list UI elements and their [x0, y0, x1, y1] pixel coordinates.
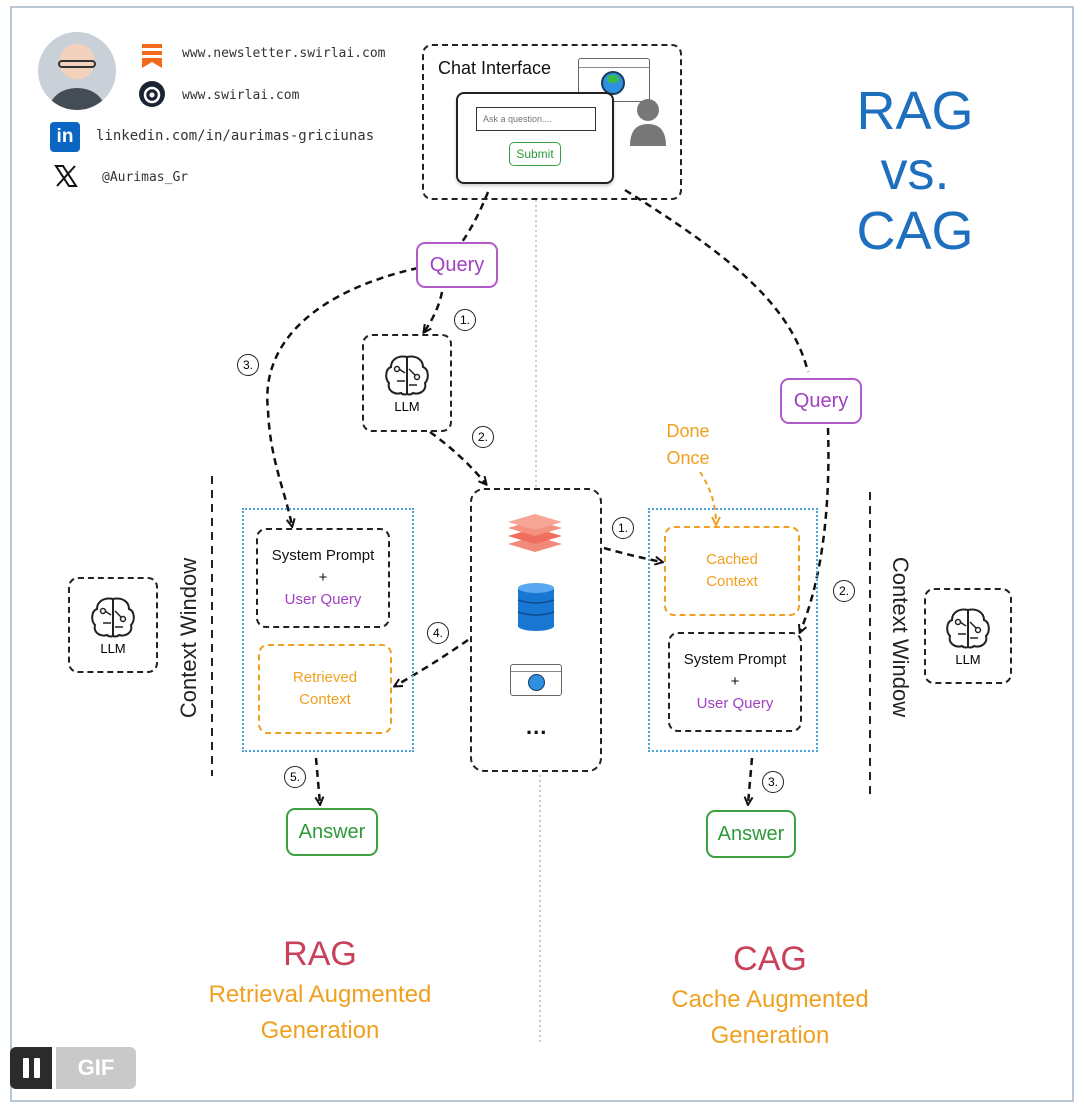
- rag-to-answer-arrow: [316, 757, 320, 804]
- cag-context-window: [648, 508, 818, 752]
- rag-step-3: 3.: [237, 354, 259, 376]
- newsletter-icon: [140, 42, 164, 68]
- rag-system-prompt-label: System Prompt: [271, 547, 375, 564]
- cached-line2: Context: [706, 573, 758, 590]
- page-title: RAG vs. CAG: [830, 76, 1000, 266]
- swirl-logo-icon: [138, 80, 166, 108]
- brain-icon: [944, 606, 992, 650]
- cag-footer-sub2: Generation: [710, 1022, 830, 1049]
- rag-footer-sub1: Retrieval Augmented: [208, 981, 432, 1008]
- retrieved-line1: Retrieved: [292, 669, 358, 686]
- submit-button[interactable]: Submit: [509, 142, 561, 166]
- cag-side-llm-label: LLM: [955, 651, 981, 667]
- retrieved-context-box: Retrieved Context: [258, 644, 392, 734]
- done-once-label: Done Once: [654, 416, 722, 474]
- x-handle[interactable]: @Aurimas_Gr: [102, 170, 189, 185]
- rag-query-node: Query: [416, 242, 498, 288]
- rag-side-llm-node: LLM: [68, 577, 158, 673]
- author-avatar: [38, 32, 116, 110]
- rag-context-window: [242, 508, 414, 752]
- rag-plus: +: [318, 569, 328, 586]
- cag-answer-node: Answer: [706, 810, 796, 858]
- cag-footer-sub1: Cache Augmented: [671, 986, 869, 1013]
- rag-step-4: 4.: [427, 622, 449, 644]
- llm-node: LLM: [362, 334, 452, 432]
- chat-interface-label: Chat Interface: [438, 58, 552, 78]
- rag-footer: RAG Retrieval Augmented Generation: [170, 925, 470, 1055]
- cached-line1: Cached: [706, 551, 758, 568]
- rag-side-llm-label: LLM: [100, 640, 126, 656]
- gif-label: GIF: [56, 1047, 136, 1089]
- cached-context-box: Cached Context: [664, 526, 800, 616]
- cag-side-llm-node: LLM: [924, 588, 1012, 684]
- done-once-line2: Once: [666, 448, 710, 468]
- database-icon: [516, 582, 556, 632]
- rag-system-prompt-box: System Prompt + User Query: [256, 528, 390, 628]
- title-rag: RAG: [856, 81, 974, 141]
- done-once-arrow: [699, 471, 716, 524]
- title-vs: vs.: [880, 141, 950, 201]
- rag-step-1: 1.: [454, 309, 476, 331]
- brain-icon: [383, 353, 431, 397]
- pause-icon: [22, 1058, 40, 1078]
- chat-to-query-arrow: [460, 191, 490, 243]
- cag-step-1: 1.: [612, 517, 634, 539]
- linkedin-link[interactable]: linkedin.com/in/aurimas-griciunas: [96, 128, 375, 144]
- cag-user-query-label: User Query: [696, 695, 774, 712]
- store-to-cached-arrow: [603, 546, 662, 562]
- cag-plus: +: [730, 673, 740, 690]
- rag-context-window-label: Context Window: [176, 557, 202, 719]
- chat-to-cag-query-arrow: [624, 188, 810, 373]
- cag-step-2: 2.: [833, 580, 855, 602]
- x-logo-icon: [54, 164, 78, 188]
- store-to-retrieved-arrow: [395, 638, 469, 686]
- llm-to-store-arrow: [429, 430, 486, 484]
- chat-interface-panel: [422, 44, 682, 200]
- user-avatar-icon: [628, 96, 668, 148]
- chat-form: [456, 92, 614, 184]
- web-page-globe-icon: [510, 664, 562, 696]
- llm-label: LLM: [394, 398, 420, 414]
- query-to-prompt-arrow: [266, 266, 419, 526]
- linkedin-icon: in: [50, 122, 80, 152]
- query-to-llm-arrow: [424, 291, 444, 332]
- question-input[interactable]: [476, 107, 596, 131]
- rag-footer-title: RAG: [283, 935, 357, 973]
- title-cag: CAG: [856, 201, 974, 261]
- more-sources-ellipsis: ...: [526, 714, 548, 739]
- rag-user-query-label: User Query: [284, 591, 362, 608]
- cag-system-prompt-label: System Prompt: [683, 651, 787, 668]
- data-sources-node: [470, 488, 602, 772]
- cag-step-3: 3.: [762, 771, 784, 793]
- brain-icon: [89, 595, 137, 639]
- rag-step-2: 2.: [472, 426, 494, 448]
- rag-footer-sub2: Generation: [260, 1017, 380, 1044]
- stacked-layers-icon: [506, 512, 564, 554]
- cag-context-window-label: Context Window: [888, 556, 914, 718]
- cag-footer: CAG Cache Augmented Generation: [620, 930, 920, 1060]
- cag-footer-title: CAG: [733, 940, 807, 978]
- cag-system-prompt-box: System Prompt + User Query: [668, 632, 802, 732]
- cag-query-node: Query: [780, 378, 862, 424]
- cag-to-answer-arrow: [748, 757, 752, 804]
- cag-query-to-prompt-arrow: [800, 427, 830, 632]
- retrieved-line2: Context: [299, 691, 351, 708]
- done-once-line1: Done: [666, 421, 710, 441]
- diagram-frame: [10, 6, 1074, 1102]
- rag-answer-node: Answer: [286, 808, 378, 856]
- newsletter-link[interactable]: www.newsletter.swirlai.com: [182, 46, 386, 61]
- website-link[interactable]: www.swirlai.com: [182, 88, 300, 103]
- rag-step-5: 5.: [284, 766, 306, 788]
- gif-pause-button[interactable]: [10, 1047, 52, 1089]
